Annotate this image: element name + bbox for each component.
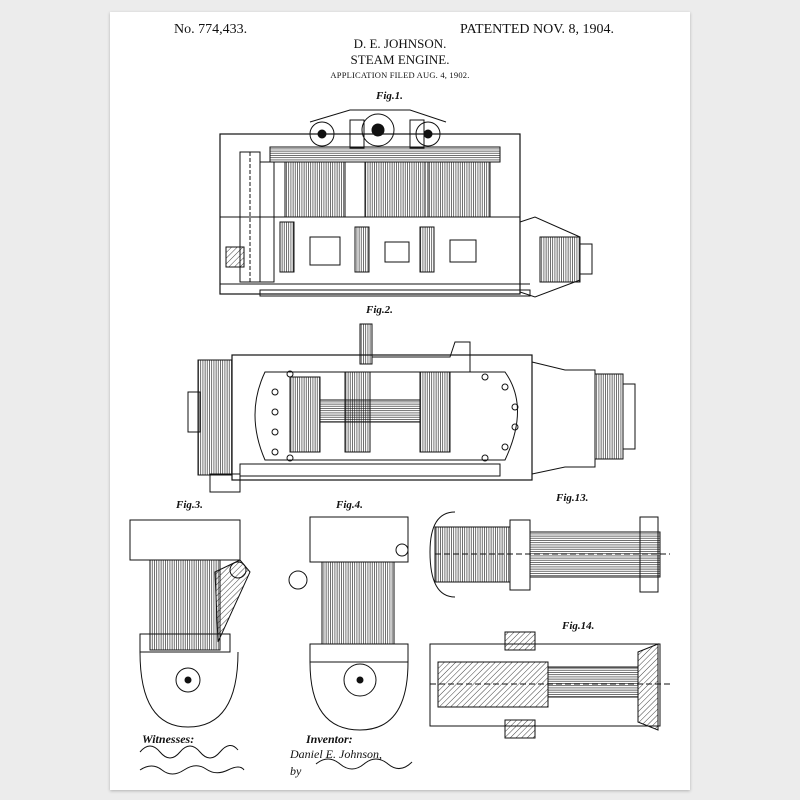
patent-sheet: No. 774,433. PATENTED NOV. 8, 1904. D. E…: [110, 12, 690, 790]
inventor-label: Inventor:: [306, 732, 353, 746]
application-filed: APPLICATION FILED AUG. 4, 1902.: [330, 70, 470, 80]
fig1-label: Fig.1.: [376, 90, 403, 102]
fig1-drawing: [219, 109, 593, 298]
attorney-prefix: by: [290, 764, 302, 778]
patent-drawings: [129, 109, 670, 775]
signature-scrawls: [139, 745, 413, 775]
fig14-label: Fig.14.: [562, 620, 595, 632]
witnesses-label: Witnesses:: [142, 732, 195, 746]
fig13-label: Fig.13.: [556, 492, 589, 504]
inventor-heading: D. E. JOHNSON.: [353, 36, 447, 51]
fig3-label: Fig.3.: [176, 499, 203, 511]
patent-number: No. 774,433.: [174, 22, 248, 37]
fig2-label: Fig.2.: [366, 304, 393, 316]
patent-title: STEAM ENGINE.: [350, 52, 450, 67]
fig4-label: Fig.4.: [336, 499, 363, 511]
fig3-drawing: [129, 519, 251, 728]
inventor-signature: Daniel E. Johnson,: [290, 747, 382, 761]
fig2-drawing: [187, 323, 636, 493]
fig14-drawing: [429, 631, 670, 739]
fig13-drawing: [429, 511, 670, 598]
patent-date: PATENTED NOV. 8, 1904.: [460, 22, 615, 37]
fig4-drawing: [288, 516, 409, 731]
